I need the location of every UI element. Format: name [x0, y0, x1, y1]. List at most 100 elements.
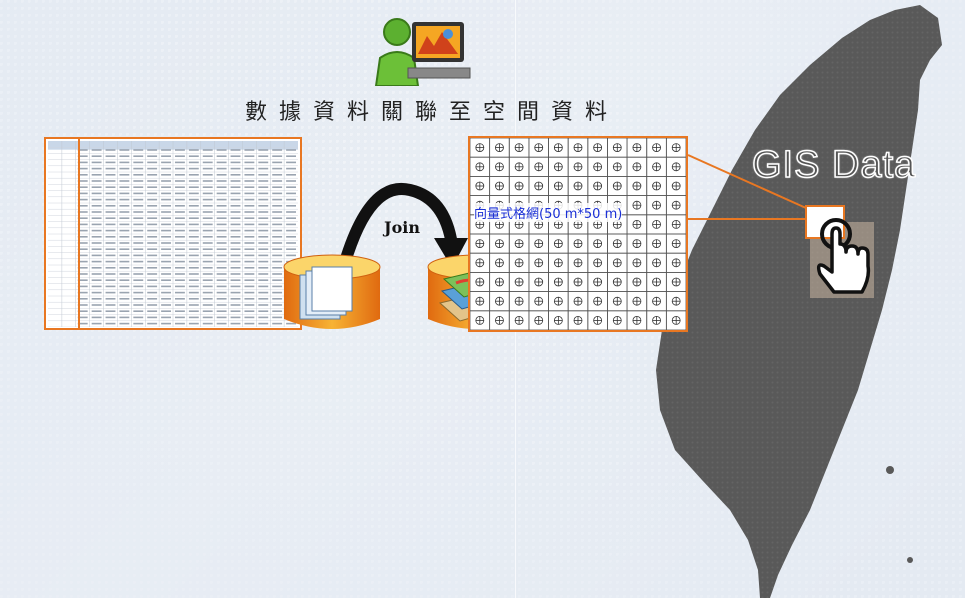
sheet-cell-text	[286, 198, 296, 201]
sheet-cell-text	[188, 322, 199, 325]
sheet-cell-text	[147, 155, 158, 157]
grid-centroid-icon	[553, 143, 563, 153]
sheet-cell-text	[188, 279, 199, 281]
sheet-cell-text	[202, 260, 213, 263]
sheet-cell-text	[91, 291, 102, 294]
sheet-cell-text	[105, 186, 116, 188]
grid-centroid-icon	[593, 239, 603, 248]
sheet-cell-text	[175, 236, 185, 238]
sheet-cell-text	[258, 211, 269, 213]
sheet-cell-text	[133, 316, 144, 319]
sheet-cell-text	[258, 260, 269, 263]
sheet-cell-text	[202, 279, 213, 281]
sheet-cell-text	[216, 205, 227, 207]
grid-centroid-icon	[612, 258, 622, 268]
sheet-cell-text	[258, 192, 269, 195]
sheet-cell-text	[202, 205, 213, 207]
sheet-cell-text	[175, 155, 185, 157]
grid-centroid-icon	[632, 315, 642, 325]
sheet-cell-text	[77, 304, 88, 306]
sheet-cell-text	[161, 211, 171, 213]
grid-centroid-icon	[612, 315, 622, 325]
sheet-cell-text	[161, 180, 171, 182]
sheet-cell-text	[161, 248, 171, 250]
grid-centroid-icon	[632, 277, 642, 287]
sheet-cell-text	[119, 211, 130, 213]
sheet-cell-text	[230, 322, 241, 325]
sheet-cell-text	[216, 316, 227, 319]
sheet-cell-text	[244, 155, 255, 157]
sheet-cell-text	[147, 180, 158, 182]
sheet-cell-text	[175, 248, 185, 250]
sheet-cell-text	[133, 211, 144, 213]
sheet-cell-text	[133, 310, 144, 312]
sheet-cell-text	[119, 236, 130, 238]
sheet-cell-text	[202, 223, 213, 226]
sheet-cell-text	[119, 229, 130, 232]
sheet-cell-text	[91, 223, 102, 226]
sheet-cell-text	[105, 167, 116, 170]
sheet-cell-text	[133, 267, 144, 269]
sheet-cell-text	[258, 167, 269, 170]
sheet-cell-text	[147, 298, 158, 300]
sheet-cell-text	[188, 149, 199, 151]
sheet-cell-text	[244, 205, 255, 207]
sheet-cell-text	[105, 322, 116, 325]
column-highlight	[78, 139, 80, 328]
sheet-cell-text	[244, 192, 255, 195]
sheet-cell-text	[272, 192, 283, 195]
sheet-cell-text	[216, 298, 227, 300]
sheet-cell-text	[133, 217, 144, 219]
sheet-cell-text	[286, 248, 296, 250]
sheet-cell-text	[91, 285, 102, 288]
sheet-cell-text	[272, 310, 283, 312]
sheet-cell-text	[119, 322, 130, 325]
sheet-cell-text	[105, 229, 116, 232]
sheet-cell-text	[105, 273, 116, 275]
sheet-cell-text	[216, 248, 227, 250]
sheet-cell-text	[105, 198, 116, 201]
grid-centroid-icon	[534, 296, 544, 306]
sheet-cell-text	[91, 155, 102, 157]
sheet-cell-text	[244, 248, 255, 250]
sheet-cell-text	[77, 242, 88, 244]
grid-centroid-icon	[475, 239, 485, 248]
sheet-cell-text	[286, 167, 296, 170]
sheet-cell-text	[216, 229, 227, 232]
sheet-cell-text	[161, 279, 171, 281]
vector-grid	[470, 138, 686, 330]
grid-centroid-icon	[495, 162, 504, 172]
sheet-cell-text	[258, 161, 269, 164]
sheet-cell-text	[258, 205, 269, 207]
sheet-cell-text	[286, 242, 296, 244]
grid-centroid-icon	[652, 296, 661, 306]
grid-centroid-icon	[573, 277, 583, 287]
sheet-cell-text	[133, 236, 144, 238]
grid-centroid-icon	[593, 162, 603, 172]
sheet-cell-text	[175, 260, 185, 263]
sheet-cell-text	[119, 174, 130, 176]
sheet-cell-text	[91, 254, 102, 257]
sheet-cell-text	[216, 174, 227, 176]
sheet-cell-text	[230, 298, 241, 300]
sheet-cell-text	[105, 254, 116, 257]
sheet-cell-text	[77, 267, 88, 269]
sheet-cell-text	[147, 242, 158, 244]
grid-centroid-icon	[632, 296, 642, 306]
sheet-cell-text	[119, 254, 130, 257]
sheet-cell-text	[133, 155, 144, 157]
grid-centroid-icon	[671, 181, 681, 191]
sheet-cell-text	[133, 298, 144, 300]
sheet-cell-text	[119, 291, 130, 294]
sheet-cell-text	[188, 217, 199, 219]
sheet-cell-text	[175, 267, 185, 269]
grid-centroid-icon	[652, 181, 661, 191]
sheet-cell-text	[91, 198, 102, 201]
sheet-cell-text	[105, 260, 116, 263]
sheet-cell-text	[258, 180, 269, 182]
sheet-cell-text	[244, 267, 255, 269]
sheet-cell-text	[286, 217, 296, 219]
sheet-cell-text	[188, 310, 199, 312]
grid-centroid-icon	[612, 239, 622, 248]
sheet-cell-text	[175, 316, 185, 319]
